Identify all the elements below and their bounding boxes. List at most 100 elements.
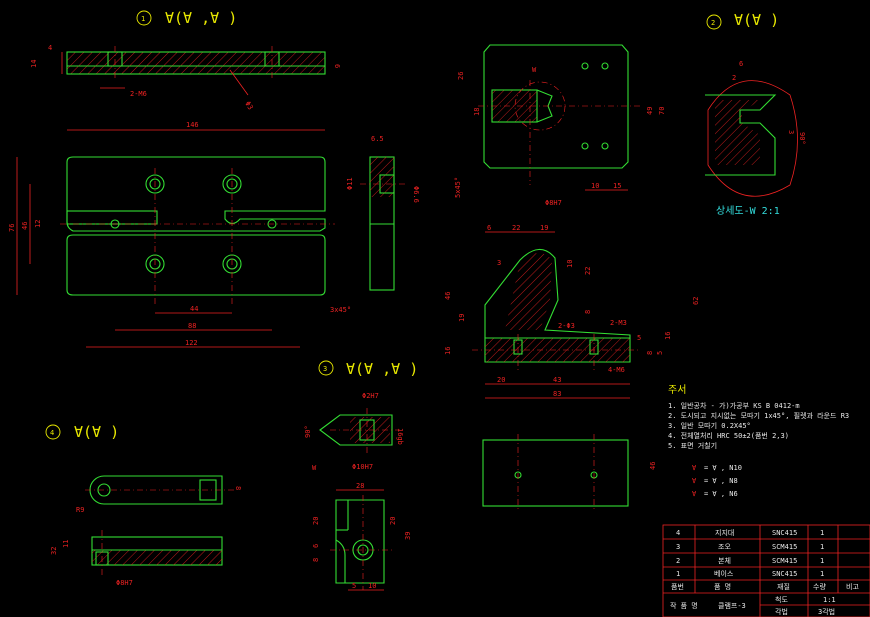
view-2-number: 2 bbox=[711, 19, 715, 27]
row-2-qty: 1 bbox=[820, 557, 824, 565]
elev-dim-5b: 5 bbox=[656, 351, 664, 355]
view-3-roughness: ∀(∀ ,∀ ) bbox=[346, 360, 418, 378]
view-2-lower bbox=[482, 434, 629, 512]
row-1-material: SNC415 bbox=[772, 570, 797, 578]
detail-dim-90: 90° bbox=[798, 132, 806, 145]
v4-dim-32: 32 bbox=[50, 547, 58, 555]
dim-46: 46 bbox=[21, 222, 29, 230]
view-2: 2 ∀(∀ ) 26 18 49 70 10 15 Φ8H7 5x45° W bbox=[444, 11, 806, 512]
work-name: 클램프-3 bbox=[718, 602, 746, 610]
view-3-section bbox=[319, 408, 400, 455]
scale-label: 척도 bbox=[775, 596, 788, 604]
v3-dim-28: 28 bbox=[356, 482, 364, 490]
elev-dim-2phi3: 2-Φ3 bbox=[558, 322, 575, 330]
rough-sym-3: ∀ bbox=[692, 490, 697, 498]
dim-122: 122 bbox=[185, 339, 198, 347]
elev-dim-20: 20 bbox=[497, 376, 505, 384]
elev-dim-8: 8 bbox=[584, 310, 592, 314]
dim-2m6: 2-M6 bbox=[130, 90, 147, 98]
detail-dim-2: 2 bbox=[732, 74, 736, 82]
detail-dim-6: 6 bbox=[739, 60, 743, 68]
header-material: 재질 bbox=[777, 583, 790, 591]
row-3-material: SCM415 bbox=[772, 543, 797, 551]
row-3-no: 3 bbox=[676, 543, 680, 551]
row-1-name: 베이스 bbox=[714, 569, 734, 578]
elev-dim-22b: 22 bbox=[584, 267, 592, 275]
note-line-1: 1. 일반공차 - 가)가공부 KS B 0412-m bbox=[668, 401, 800, 410]
elev-dim-16b: 16 bbox=[664, 332, 672, 340]
elev-dim-43: 43 bbox=[553, 376, 561, 384]
view-4-number-circle bbox=[45, 424, 61, 440]
note-line-4: 4. 전체열처리 HRC 50±2(품번 2,3) bbox=[668, 431, 789, 440]
row-2-name: 본체 bbox=[718, 557, 731, 565]
v3-dim-6: 6 bbox=[312, 544, 320, 548]
row-2-material: SCM415 bbox=[772, 557, 797, 565]
header-note: 비고 bbox=[846, 582, 859, 591]
rough-sym-1: ∀ bbox=[692, 464, 697, 472]
view-2-detail-w bbox=[705, 80, 798, 197]
view-4: 4 ∀(∀ ) R9 8 32 11 Φ8H7 bbox=[45, 423, 242, 587]
dim-12: 12 bbox=[34, 220, 42, 228]
dim-phi8h7: Φ8H7 bbox=[545, 199, 562, 207]
dim-10: 10 bbox=[591, 182, 599, 190]
view-1-number-circle bbox=[136, 10, 152, 26]
dim-146: 146 bbox=[186, 121, 199, 129]
view-1-roughness: ∀(∀ ,∀ ) bbox=[165, 9, 237, 27]
v3-dim-5: 5 bbox=[352, 582, 356, 590]
scale-value: 1:1 bbox=[823, 596, 836, 604]
header-qty: 수량 bbox=[813, 583, 826, 591]
v3-dim-20: 20 bbox=[312, 517, 320, 525]
detail-caption: 상세도-W 2:1 bbox=[716, 205, 780, 217]
view-2-roughness: ∀(∀ ) bbox=[734, 11, 779, 29]
dim-4: 4 bbox=[48, 44, 52, 52]
view-3-number: 3 bbox=[323, 365, 327, 373]
elev-dim-4m6: 4-M6 bbox=[608, 366, 625, 374]
row-1-qty: 1 bbox=[820, 570, 824, 578]
dim-49: 49 bbox=[646, 107, 654, 115]
view-4-number: 4 bbox=[50, 429, 54, 437]
elev-dim-2m3: 2-M3 bbox=[610, 319, 627, 327]
header-name: 품 명 bbox=[714, 582, 731, 591]
view-4-plan bbox=[85, 475, 235, 505]
v4-dim-11: 11 bbox=[62, 540, 70, 548]
elev-dim-6: 6 bbox=[487, 224, 491, 232]
v3-dim-8: 8 bbox=[312, 558, 320, 562]
elev-dim-46: 46 bbox=[444, 292, 452, 300]
rough-eq-1: = ∀ , N10 bbox=[704, 464, 742, 472]
v3-dim-10: 10 bbox=[368, 582, 376, 590]
v3-dim-39: 39 bbox=[404, 532, 412, 540]
v4-dim-r9: R9 bbox=[76, 506, 84, 514]
label-w: W bbox=[532, 66, 537, 74]
elev-dim-19: 19 bbox=[540, 224, 548, 232]
view-3-front bbox=[330, 495, 395, 590]
rough-sym-2: ∀ bbox=[692, 477, 697, 485]
dim-18: 18 bbox=[473, 108, 481, 116]
elev-dim-16: 16 bbox=[444, 347, 452, 355]
elev-dim-8b: 8 bbox=[646, 351, 654, 355]
row-4-qty: 1 bbox=[820, 529, 824, 537]
detail-dim-3: 3 bbox=[787, 130, 795, 134]
elev-dim-5: 5 bbox=[637, 334, 641, 342]
dim-phi3: Φ3 bbox=[243, 100, 254, 111]
dim-14: 14 bbox=[30, 60, 38, 68]
work-label: 작 품 명 bbox=[670, 601, 698, 610]
dim-6-5: 6.5 bbox=[371, 135, 384, 143]
view-4-roughness: ∀(∀ ) bbox=[74, 423, 119, 441]
note-line-3: 3. 일반 모따기 0.2X45° bbox=[668, 421, 751, 430]
row-4-material: SNC415 bbox=[772, 529, 797, 537]
dim-88: 88 bbox=[188, 322, 196, 330]
dim-phi11: Φ11 bbox=[346, 177, 354, 190]
v3-label-w: W bbox=[312, 464, 317, 472]
view-1: 1 ∀(∀ ,∀ ) 14 4 6 2-M6 Φ3 bbox=[8, 9, 420, 348]
v3-dim-20b: 20 bbox=[389, 517, 397, 525]
dim-6: 6 bbox=[333, 64, 341, 68]
view-1-plan bbox=[60, 156, 335, 305]
elev-dim-10: 10 bbox=[566, 260, 574, 268]
notes-block: 주서 1. 일반공차 - 가)가공부 KS B 0412-m 2. 도시되고 지… bbox=[668, 384, 849, 498]
note-line-2: 2. 도시되고 지시없는 모따기 1x45°, 필렛과 라운드 R3 bbox=[668, 411, 849, 420]
row-3-name: 조오 bbox=[718, 543, 731, 551]
v3-dim-phi10h7: Φ10H7 bbox=[352, 463, 373, 471]
v4-dim-phi8h7: Φ8H7 bbox=[116, 579, 133, 587]
dim-70: 70 bbox=[658, 107, 666, 115]
